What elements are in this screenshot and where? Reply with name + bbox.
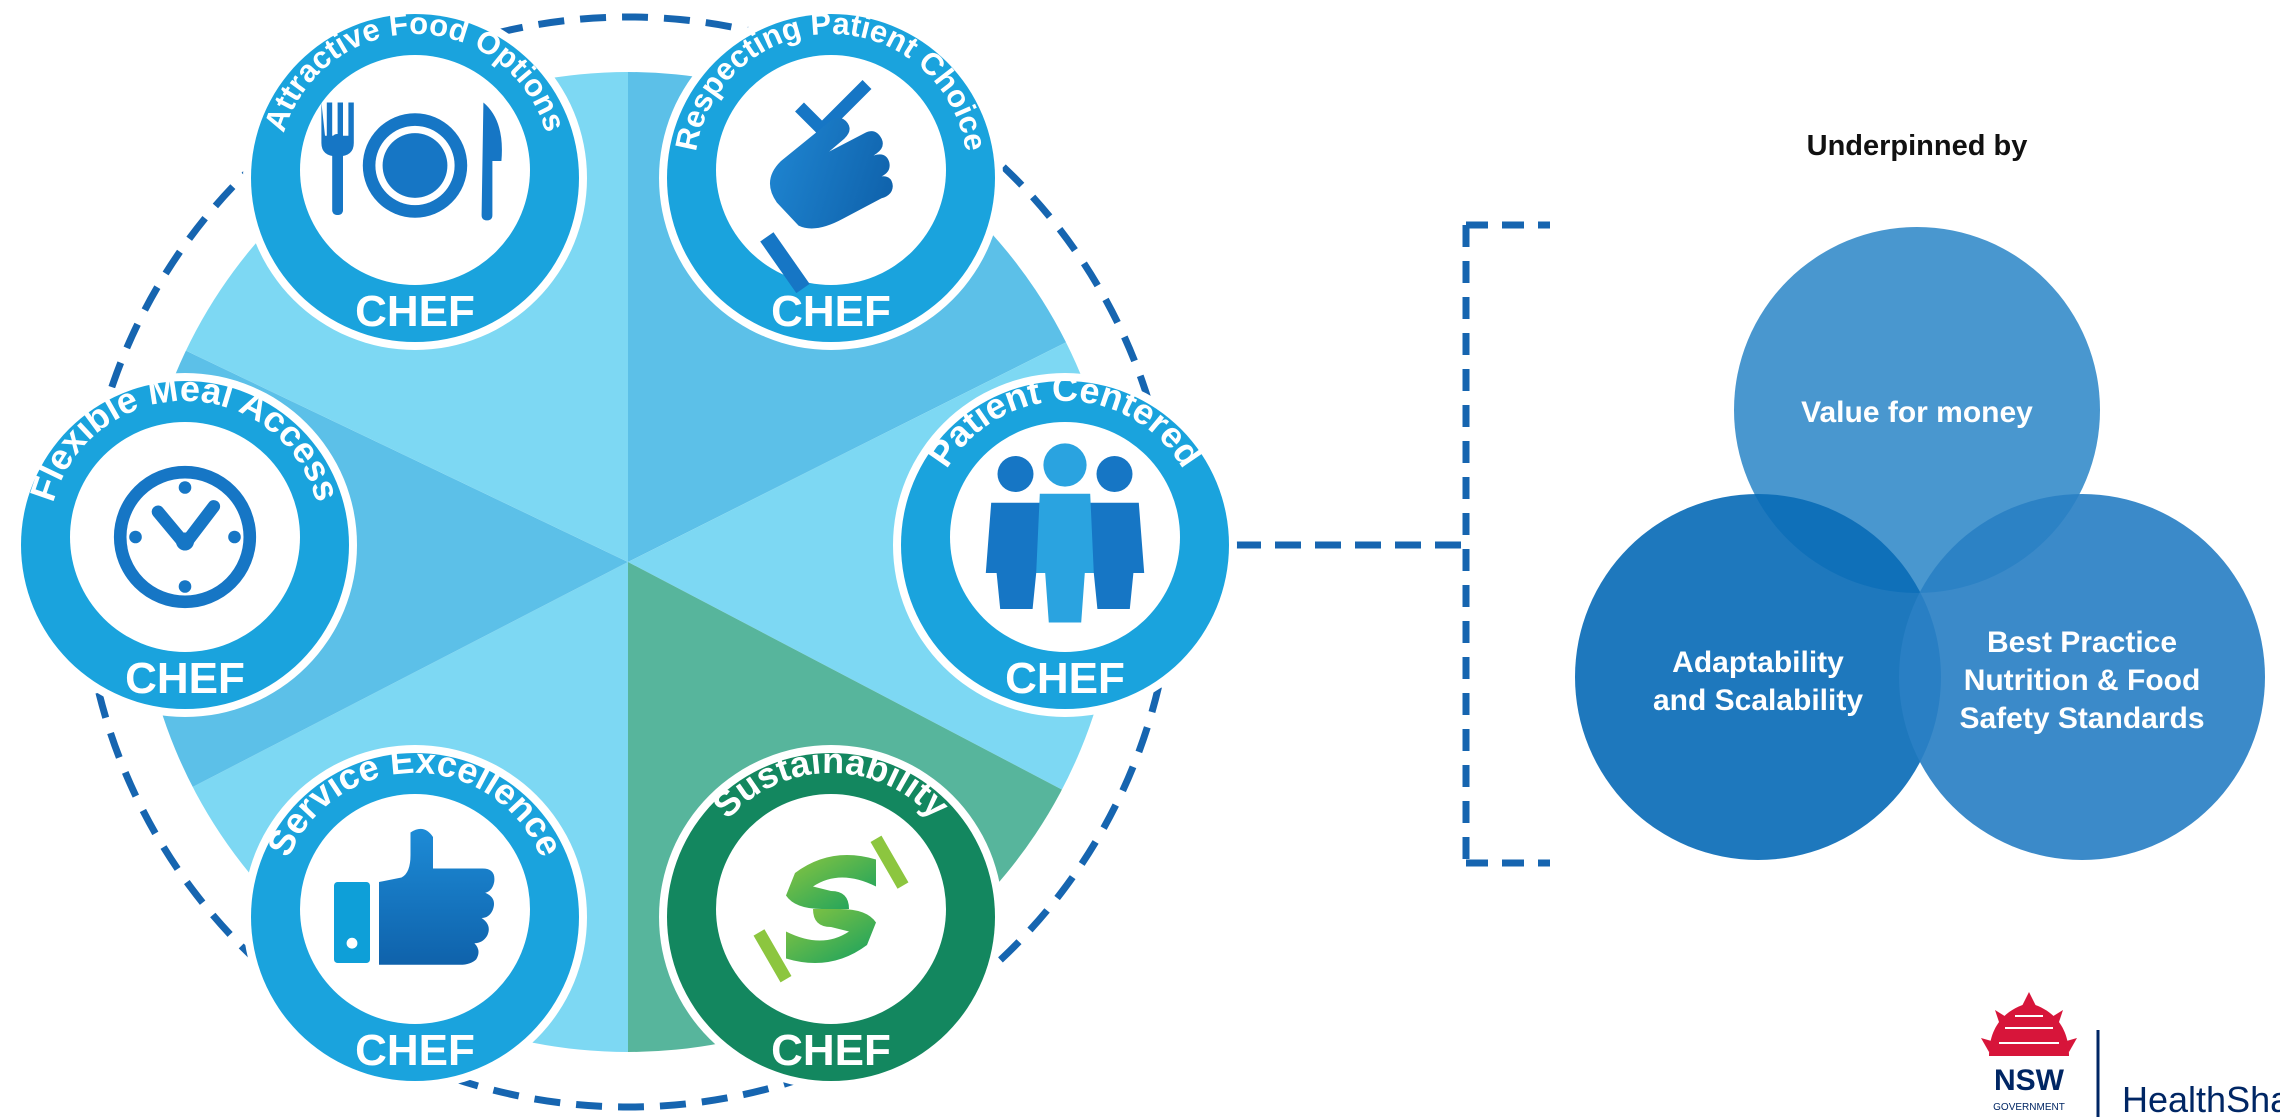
nsw-logo-text: NSW [1994,1064,2065,1097]
hand-checkmark-icon [760,80,893,294]
venn-label: Value for money [1801,396,2033,429]
people-group-icon [985,443,1145,623]
nsw-healthshare-logo: NSW GOVERNMENT HealthShare [1981,992,2280,1117]
venn-circle [1734,227,2100,593]
badge-footer-chef: CHEF [771,1026,891,1075]
recycle-hands-icon [753,835,909,983]
thumbs-up-icon [334,828,495,965]
badge-footer-chef: CHEF [1005,654,1125,703]
venn-circle [1575,494,1941,860]
nsw-government-text: GOVERNMENT [1993,1102,2065,1113]
cutlery-plate-icon [321,102,502,221]
healthshare-logo-text: HealthShare [2122,1079,2280,1117]
clock-icon [113,465,257,609]
badge-footer-chef: CHEF [125,654,245,703]
badge-footer-chef: CHEF [771,287,891,336]
waratah-flower-icon [1981,992,2077,1056]
badge-footer-chef: CHEF [355,287,475,336]
badge-footer-chef: CHEF [355,1026,475,1075]
underpinned-heading: Underpinned by [1807,130,2028,162]
venn-circle [1899,494,2265,860]
dashed-bracket [1462,221,1550,867]
